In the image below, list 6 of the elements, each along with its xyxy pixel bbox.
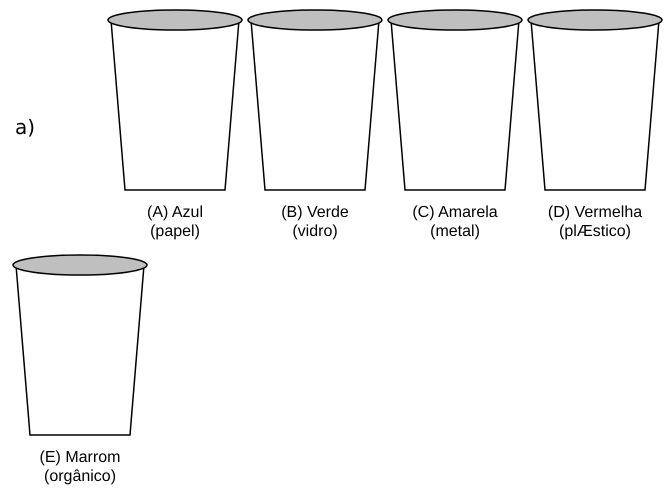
bin-label: (D) Vermelha (plÆstico) <box>546 203 644 241</box>
bin-label: (A) Azul (papel) <box>146 203 204 241</box>
bin-label: (E) Marrom (orgânico) <box>38 448 122 486</box>
bin-label: (B) Verde (vidro) <box>280 203 350 241</box>
bin-label: (C) Amarela (metal) <box>411 203 499 241</box>
panel-label: a) <box>15 115 36 139</box>
